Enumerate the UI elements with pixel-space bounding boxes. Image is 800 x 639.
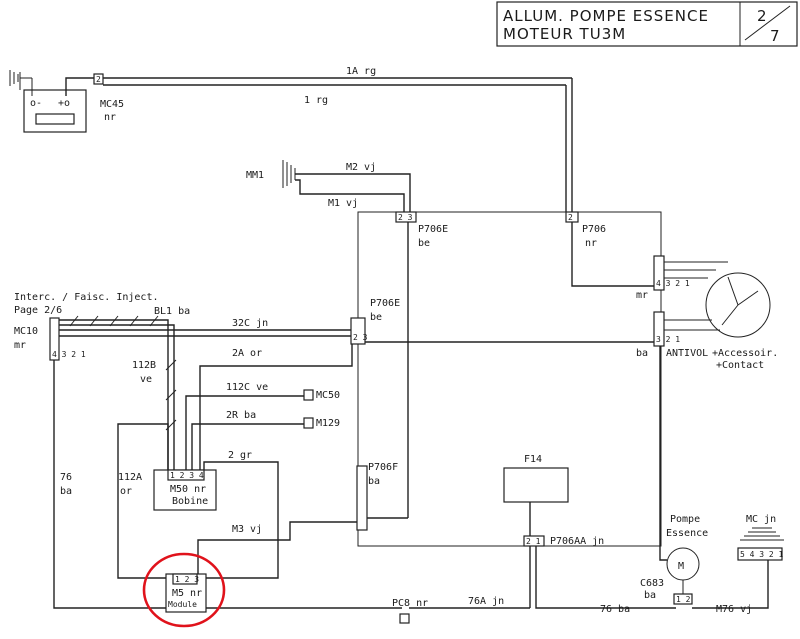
mc45-label: MC45 bbox=[100, 99, 124, 110]
svg-text:M50 nr: M50 nr bbox=[170, 484, 206, 495]
svg-text:ba: ba bbox=[60, 486, 72, 497]
svg-text:2 3: 2 3 bbox=[398, 213, 413, 222]
svg-text:4 3 2 1: 4 3 2 1 bbox=[656, 279, 690, 288]
title-line-2: MOTEUR TU3M bbox=[503, 25, 626, 43]
harness-bl1: BL1 ba bbox=[59, 306, 359, 470]
title-block: ALLUM. POMPE ESSENCE MOTEUR TU3M 2 7 bbox=[496, 1, 798, 47]
svg-text:32C jn: 32C jn bbox=[232, 318, 268, 329]
svg-text:2: 2 bbox=[568, 213, 573, 222]
svg-text:MC10: MC10 bbox=[14, 326, 38, 337]
svg-text:+Accessoir.: +Accessoir. bbox=[712, 348, 778, 359]
battery: o- +o bbox=[23, 89, 87, 133]
svg-text:1 2 3: 1 2 3 bbox=[175, 575, 199, 584]
mc45-color: nr bbox=[104, 112, 116, 123]
svg-text:4 3 2 1: 4 3 2 1 bbox=[52, 350, 86, 359]
pc8-connector bbox=[399, 613, 410, 624]
antivol-label: ANTIVOL bbox=[666, 348, 708, 359]
svg-text:M129: M129 bbox=[316, 418, 340, 429]
svg-text:nr: nr bbox=[585, 238, 597, 249]
svg-text:2A or: 2A or bbox=[232, 348, 262, 359]
svg-text:be: be bbox=[370, 312, 382, 323]
p706e-mid-connector bbox=[350, 317, 366, 345]
svg-text:2 1: 2 1 bbox=[526, 537, 541, 546]
mc-jn-ground: MC jn 5 4 3 2 1 bbox=[737, 514, 784, 561]
svg-text:M5 nr: M5 nr bbox=[172, 588, 202, 599]
svg-text:P706AA jn: P706AA jn bbox=[550, 536, 604, 547]
svg-text:P706: P706 bbox=[582, 224, 606, 235]
svg-text:MC jn: MC jn bbox=[746, 514, 776, 525]
fuel-pump: Pompe Essence M 1 2 C683 ba M76 vj bbox=[640, 346, 769, 615]
ground-symbol-mm1 bbox=[282, 160, 296, 188]
mc50-connector bbox=[303, 389, 314, 401]
svg-text:C683: C683 bbox=[640, 578, 664, 589]
svg-text:112A: 112A bbox=[118, 472, 142, 483]
page-number: 2 bbox=[757, 7, 768, 25]
svg-text:PC8 nr: PC8 nr bbox=[392, 598, 428, 609]
svg-text:Essence: Essence bbox=[666, 528, 708, 539]
wire-1: 1 rg bbox=[304, 95, 328, 106]
svg-text:5 4 3 2 1: 5 4 3 2 1 bbox=[740, 550, 784, 559]
svg-text:M76 vj: M76 vj bbox=[716, 604, 752, 615]
svg-text:1 2: 1 2 bbox=[676, 595, 691, 604]
svg-text:F14: F14 bbox=[524, 454, 542, 465]
wire-1a: 1A rg bbox=[346, 66, 376, 77]
svg-text:112B: 112B bbox=[132, 360, 156, 371]
svg-text:ba: ba bbox=[368, 476, 380, 487]
svg-text:3 2 1: 3 2 1 bbox=[656, 335, 680, 344]
title-line-1: ALLUM. POMPE ESSENCE bbox=[503, 7, 709, 25]
svg-text:Page 2/6: Page 2/6 bbox=[14, 305, 62, 316]
svg-text:mr: mr bbox=[636, 290, 648, 301]
svg-text:P706E: P706E bbox=[370, 298, 400, 309]
svg-text:o-: o- bbox=[30, 98, 42, 109]
svg-text:Module: Module bbox=[168, 600, 197, 609]
svg-text:MC50: MC50 bbox=[316, 390, 340, 401]
wire-m1: M1 vj bbox=[328, 198, 358, 209]
ground-symbol-battery bbox=[9, 70, 33, 96]
antivol-switch: 4 3 2 1 3 2 1 mr ba ANTIVOL +Accessoir. … bbox=[636, 255, 778, 371]
fuse-box-outline bbox=[357, 211, 662, 547]
svg-text:2 gr: 2 gr bbox=[228, 450, 252, 461]
svg-text:Pompe: Pompe bbox=[670, 514, 700, 525]
fuse-f14: F14 bbox=[503, 454, 569, 536]
svg-text:Bobine: Bobine bbox=[172, 496, 208, 507]
svg-text:2R ba: 2R ba bbox=[226, 410, 256, 421]
svg-text:+o: +o bbox=[58, 98, 70, 109]
mc45-connector bbox=[93, 73, 104, 85]
m50-bobine: 1 2 3 4 M50 nr Bobine bbox=[153, 469, 217, 511]
motor-symbol: M bbox=[678, 561, 684, 572]
svg-text:76A jn: 76A jn bbox=[468, 596, 504, 607]
svg-text:or: or bbox=[120, 486, 132, 497]
svg-text:+Contact: +Contact bbox=[716, 360, 764, 371]
p706aa-connector bbox=[523, 535, 545, 547]
m129-connector bbox=[303, 417, 314, 429]
svg-text:BL1 ba: BL1 ba bbox=[154, 306, 190, 317]
svg-text:ba: ba bbox=[644, 590, 656, 601]
svg-text:76 ba: 76 ba bbox=[600, 604, 630, 615]
svg-text:ba: ba bbox=[636, 348, 648, 359]
svg-text:P706E: P706E bbox=[418, 224, 448, 235]
p706e-top-connector bbox=[395, 211, 417, 223]
mm1-label: MM1 bbox=[246, 170, 264, 181]
svg-text:112C ve: 112C ve bbox=[226, 382, 268, 393]
svg-text:be: be bbox=[418, 238, 430, 249]
page-total: 7 bbox=[770, 27, 781, 45]
highlight-circle bbox=[142, 552, 226, 628]
p706f-connector bbox=[356, 465, 368, 531]
m5-module: 1 2 3 M5 nr Module bbox=[165, 573, 207, 613]
svg-text:1 2 3 4: 1 2 3 4 bbox=[170, 471, 204, 480]
svg-text:2: 2 bbox=[96, 75, 101, 84]
svg-text:mr: mr bbox=[14, 340, 26, 351]
svg-text:P706F: P706F bbox=[368, 462, 398, 473]
wire-m2: M2 vj bbox=[346, 162, 376, 173]
interc-label: Interc. / Faisc. Inject. bbox=[14, 292, 159, 303]
svg-text:ve: ve bbox=[140, 374, 152, 385]
svg-text:76: 76 bbox=[60, 472, 72, 483]
svg-text:M3 vj: M3 vj bbox=[232, 524, 262, 535]
svg-text:2 3: 2 3 bbox=[353, 333, 368, 342]
